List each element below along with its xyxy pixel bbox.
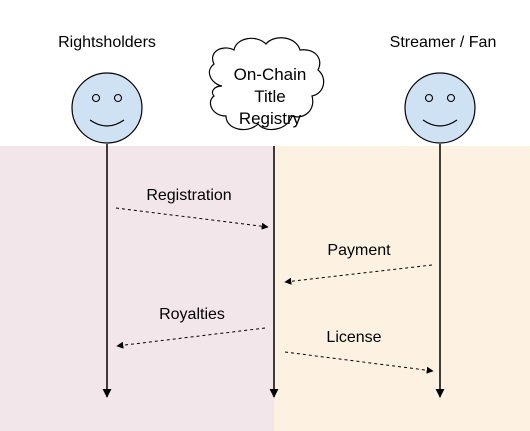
registry-label-line-1: On-Chain bbox=[234, 65, 307, 84]
streamer-fan-label: Streamer / Fan bbox=[390, 34, 497, 51]
registry-label-line-2: Title bbox=[254, 87, 286, 106]
registration-label: Registration bbox=[146, 187, 231, 204]
license-arrow bbox=[284, 351, 434, 374]
payment-label: Payment bbox=[327, 242, 391, 259]
registry-label-line-3: Registry bbox=[239, 109, 302, 128]
royalties-label: Royalties bbox=[159, 306, 225, 323]
registry-cloud-icon bbox=[208, 37, 325, 131]
registration-arrow bbox=[115, 207, 269, 230]
right-zone-background bbox=[274, 146, 530, 431]
royalties-arrow bbox=[116, 327, 266, 349]
payment-arrow bbox=[284, 264, 433, 285]
license-label: License bbox=[326, 329, 381, 346]
rightsholders-smiley-icon bbox=[71, 72, 143, 144]
streamer-fan-smiley-icon bbox=[404, 72, 476, 144]
rightsholders-label: Rightsholders bbox=[58, 34, 156, 51]
left-zone-background bbox=[0, 146, 274, 431]
